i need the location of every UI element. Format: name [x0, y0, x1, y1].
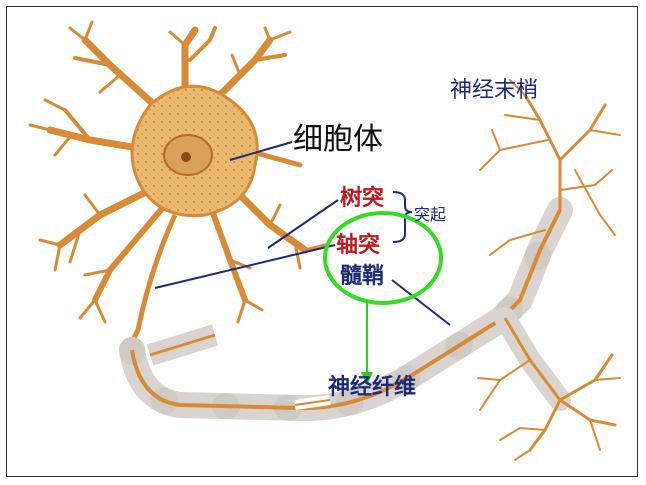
dendrite-label: 树突 [340, 188, 384, 210]
process-label: 突起 [414, 207, 446, 223]
green-arrow [361, 300, 373, 386]
cell-body [132, 86, 257, 215]
axon-label: 轴突 [336, 235, 380, 257]
nerve-endings-label: 神经末梢 [450, 80, 538, 102]
myelin-sheath-label: 髓鞘 [340, 266, 384, 288]
nerve-fiber-label: 神经纤维 [328, 377, 416, 399]
highlight-circle [325, 213, 441, 303]
soma-label: 细胞体 [293, 125, 383, 155]
